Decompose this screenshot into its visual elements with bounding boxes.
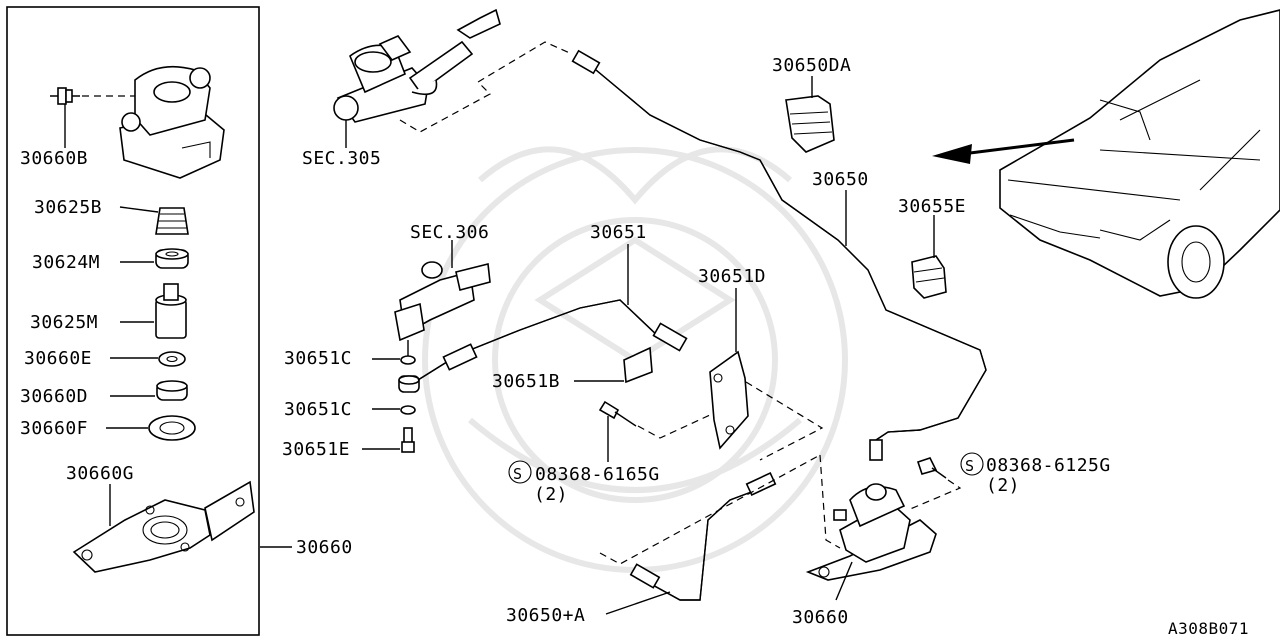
label-30660d: 30660D <box>20 386 88 407</box>
screw-symbol-6125 <box>960 452 984 476</box>
label-30651e: 30651E <box>282 439 350 460</box>
label-sec305: SEC.305 <box>302 148 381 169</box>
label-30651d: 30651D <box>698 266 766 287</box>
bolt6165-dash <box>637 381 824 461</box>
bleeder-fitting-30660b <box>50 87 135 148</box>
bolt6125-dash <box>907 479 962 511</box>
seal-30624m <box>120 248 189 269</box>
label-30660-box: 30660 <box>296 537 353 558</box>
clip-30651b <box>574 346 653 384</box>
bracket-30651d <box>709 288 749 450</box>
vehicle-locator-illustration <box>999 9 1280 299</box>
label-30625b: 30625B <box>34 197 102 218</box>
hardware-stack <box>362 340 420 453</box>
label-bolt-6165: 08368-6165G <box>535 464 660 485</box>
label-30651b: 30651B <box>492 371 560 392</box>
operating-cylinder-30660 <box>805 483 937 601</box>
opcyl-dash <box>819 454 841 549</box>
label-bolt-6165-qty: (2) <box>534 484 568 505</box>
operating-cylinder-housing <box>119 65 225 179</box>
label-30651: 30651 <box>590 222 647 243</box>
master-cylinder <box>333 8 501 123</box>
label-30660g: 30660G <box>66 463 134 484</box>
screw-symbol-6125-letter: S <box>965 457 975 475</box>
bolt-08368-6125g <box>916 457 947 479</box>
clutch-tube-30650a <box>605 472 777 615</box>
label-30650: 30650 <box>812 169 869 190</box>
sec305-dash <box>399 41 573 133</box>
label-30651c-top: 30651C <box>284 348 352 369</box>
boot-30660d <box>110 380 188 401</box>
clutch-hose-30651 <box>417 244 688 381</box>
clip-30655e <box>911 215 947 299</box>
label-30650da: 30650DA <box>772 55 851 76</box>
label-sec306: SEC.306 <box>410 222 489 243</box>
label-30660b: 30660B <box>20 148 88 169</box>
label-30655e: 30655E <box>898 196 966 217</box>
bolt-08368-6165g <box>598 400 637 462</box>
ring-30660f <box>106 415 196 441</box>
clip-30650da <box>785 76 835 153</box>
tube30650a-dash <box>599 454 821 565</box>
label-bolt-6125-qty: (2) <box>986 475 1020 496</box>
drawing-id: A308B071 <box>1168 619 1249 638</box>
bracket-30660g <box>72 480 255 573</box>
label-30625m: 30625M <box>30 312 98 333</box>
spring-30625b <box>119 206 189 235</box>
label-30651c-bottom: 30651C <box>284 399 352 420</box>
label-30660f: 30660F <box>20 418 88 439</box>
label-30624m: 30624M <box>32 252 100 273</box>
slave-cylinder <box>394 240 491 342</box>
label-30660-main: 30660 <box>792 607 849 628</box>
direction-arrow-icon <box>932 138 1075 164</box>
label-30660e: 30660E <box>24 348 92 369</box>
clutch-tube-30650 <box>571 49 987 461</box>
piston-30625m <box>120 283 187 339</box>
screw-symbol-6165 <box>508 460 532 484</box>
washer-30660e <box>110 351 186 367</box>
exploded-view-frame <box>6 6 260 636</box>
screw-symbol-6165-letter: S <box>513 465 523 483</box>
label-30650a: 30650+A <box>506 605 585 626</box>
label-bolt-6125: 08368-6125G <box>986 455 1111 476</box>
